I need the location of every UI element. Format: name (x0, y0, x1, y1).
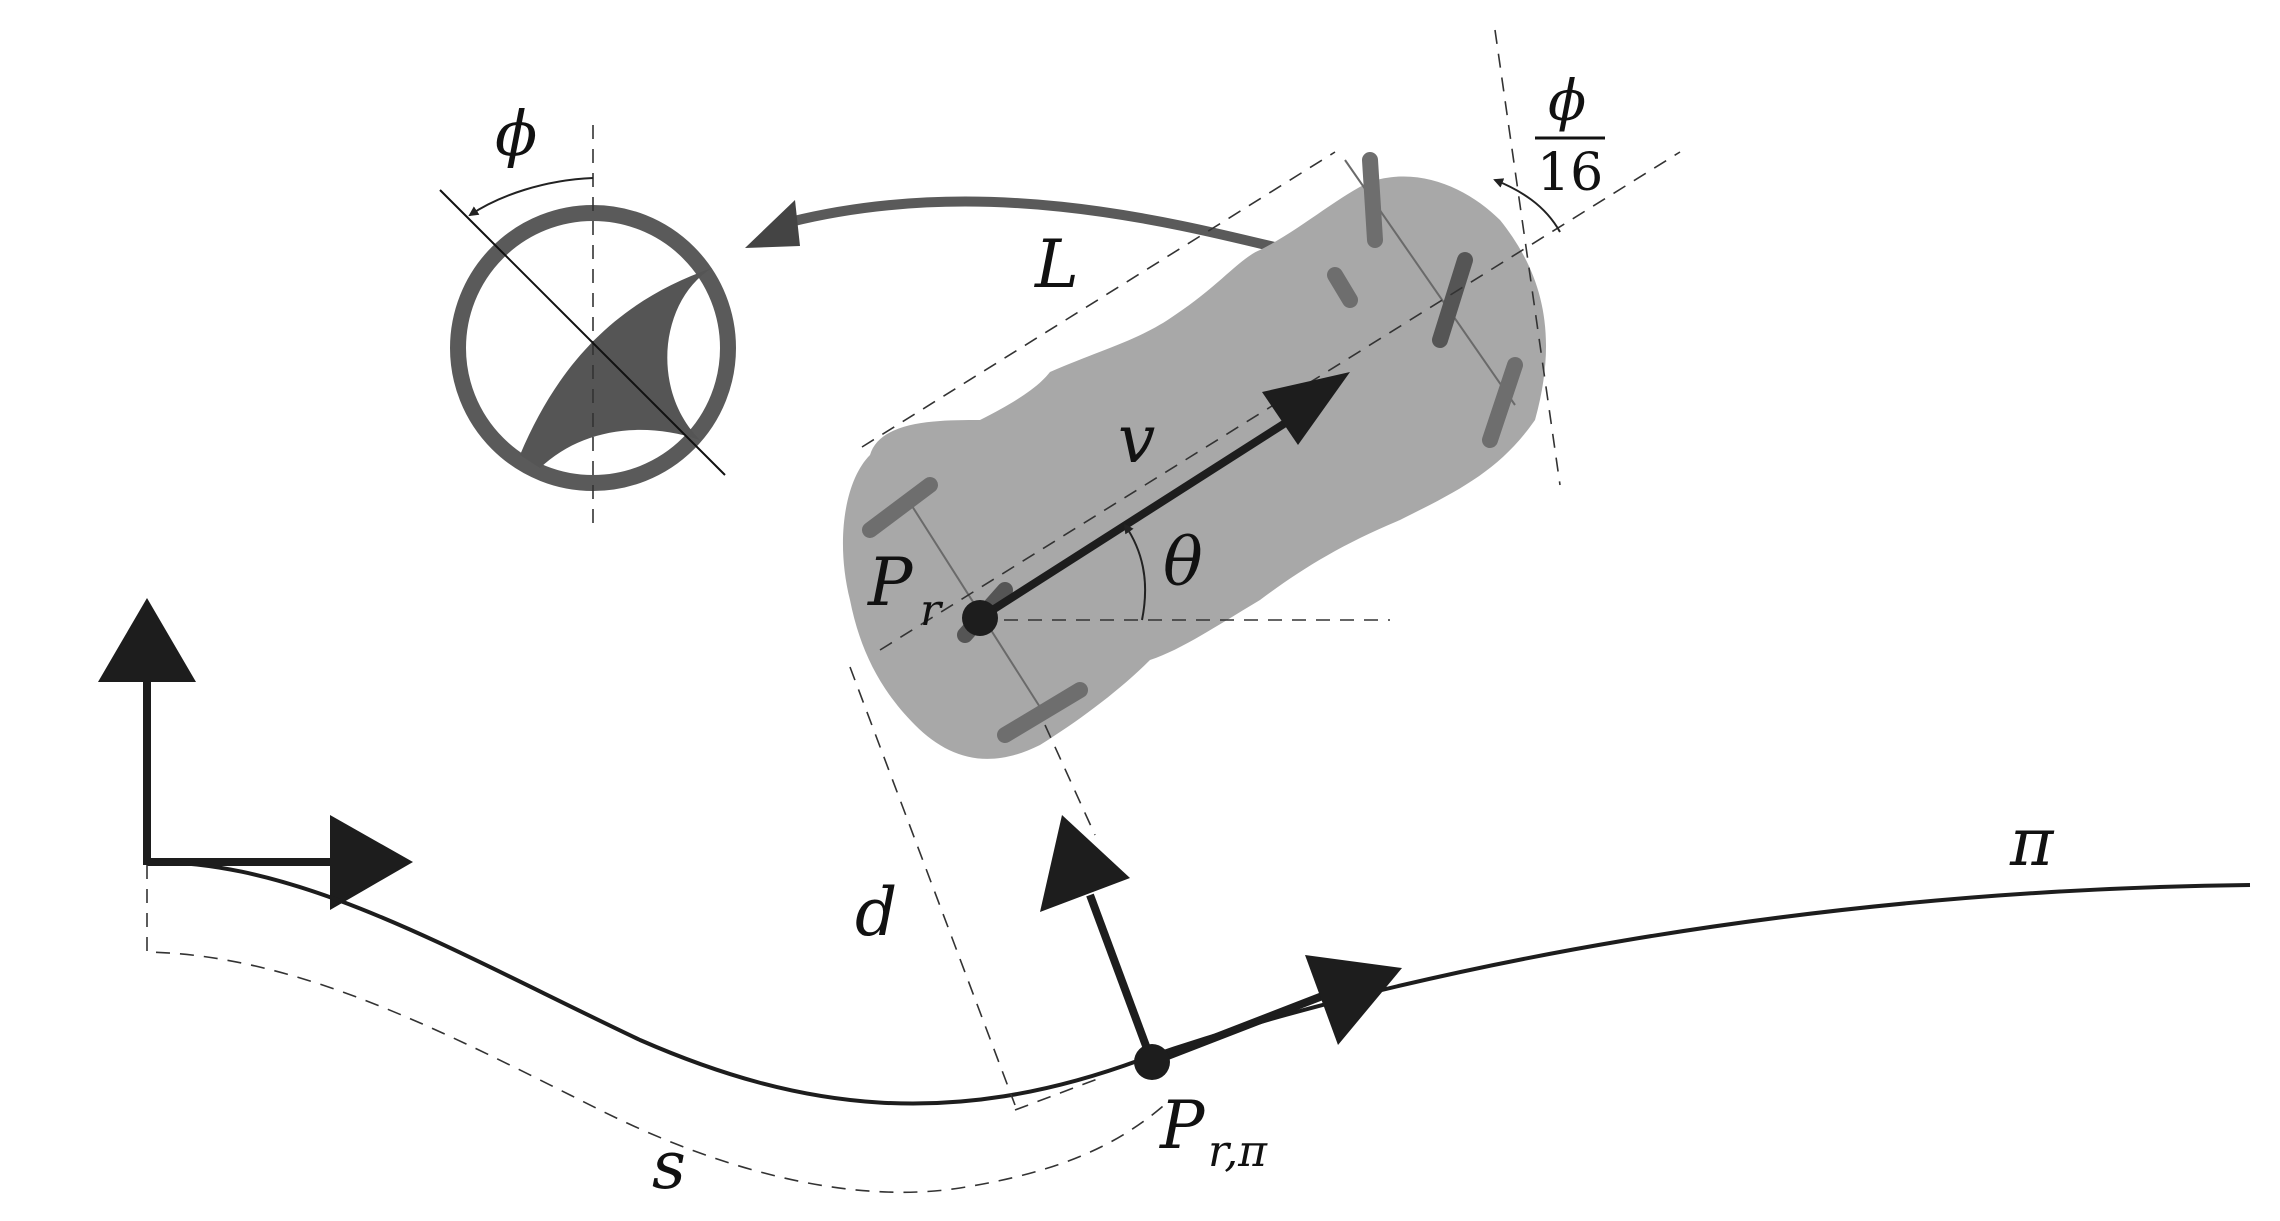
reference-path (146, 859, 2251, 1106)
vehicle-heading-axis (879, 151, 1681, 651)
L-label: L (1034, 226, 1079, 303)
distance-foot (1014, 1077, 1101, 1111)
P-r-subscript: r (920, 585, 944, 636)
theta-arc (1123, 523, 1147, 621)
P-r-label: P (867, 544, 914, 621)
P-rpi-subscript: r,π (1208, 1126, 1268, 1177)
phi-frac-denominator: 16 (1537, 143, 1603, 203)
projection-point (1134, 1044, 1170, 1080)
length-dimension (861, 151, 1336, 448)
phi-label: ϕ (495, 97, 537, 170)
front-axle-extension (1494, 29, 1561, 486)
vehicle-wheels (862, 152, 1523, 743)
rear-axle-extension (1044, 724, 1096, 836)
velocity-arrow (977, 372, 1350, 622)
steering-link-arrow (745, 196, 1325, 263)
arc-length-path (146, 865, 1171, 1194)
v-label: v (1118, 401, 1155, 478)
vehicle-body (842, 176, 1547, 759)
pi-label: π (2009, 804, 2055, 881)
path-frame-axes (1040, 815, 1402, 1066)
distance-dimension (849, 666, 1016, 1106)
d-label: d (855, 874, 897, 951)
steering-wheel-icon (439, 125, 736, 530)
global-frame-axes (98, 598, 413, 910)
front-angle-arc (1493, 178, 1561, 233)
rear-axle-point (962, 600, 998, 636)
theta-label: θ (1163, 524, 1203, 601)
P-rpi-label: P (1159, 1087, 1206, 1164)
phi-frac-numerator: ϕ (1548, 69, 1586, 134)
s-label: s (652, 1127, 686, 1204)
